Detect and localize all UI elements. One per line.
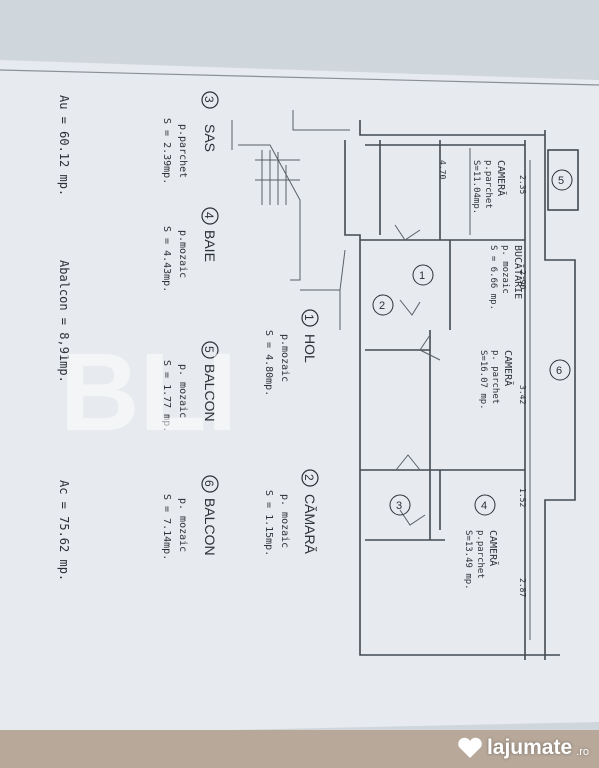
- room-label-camera-2-floor: p. parchet: [490, 350, 500, 404]
- legend-room-4-name: BAIE: [202, 230, 218, 262]
- room-label-camera-1: CAMERĂ: [495, 160, 508, 196]
- legend-room-4: 4 BAIE p.mozaic S = 4.43mp.: [161, 207, 219, 292]
- legend-room-6-name: BALCON: [202, 498, 218, 556]
- legend: 3 SAS p.parchet S = 2.39mp. 4 BAIE p.moz…: [161, 91, 219, 560]
- total-au: Au = 60.12 mp.: [57, 95, 71, 196]
- room-label-bucatarie-area: S = 6.66 mp.: [488, 245, 498, 310]
- dim-6: 2.87: [518, 578, 527, 597]
- dim-4: 3.42: [518, 385, 527, 404]
- legend-room-2-floor: p. mozaic: [279, 494, 290, 548]
- room-label-bucatarie-floor: p. mozaic: [500, 245, 510, 294]
- dim-1: 2.35: [518, 175, 527, 194]
- legend-upper: 1 HOL p.mozaic S = 4.80mp. 2 CĂMARĂ p. m…: [263, 309, 319, 556]
- plan-markers: 1 2 3 4 5 6: [372, 169, 573, 516]
- brand-tld: .ro: [576, 746, 589, 758]
- room-label-camera-1-area: S=11.04mp.: [471, 160, 481, 214]
- legend-room-1: 1 HOL p.mozaic S = 4.80mp.: [263, 309, 319, 396]
- plan-marker-5: 5: [558, 175, 564, 187]
- legend-room-2-area: S = 1.15mp.: [263, 490, 274, 556]
- floor-plan-walls: [300, 120, 579, 660]
- totals: Au = 60.12 mp. Abalcon = 8,91mp. Ac = 75…: [57, 95, 71, 581]
- brand-watermark: lajumate .ro: [457, 736, 589, 760]
- legend-room-5-area: S = 1.77 mp.: [161, 360, 172, 432]
- heart-logo-icon: [458, 737, 482, 758]
- plan-marker-4: 4: [481, 500, 487, 512]
- legend-room-6-num: 6: [202, 480, 216, 487]
- dim-5: 1.52: [518, 488, 527, 507]
- legend-room-3: 3 SAS p.parchet S = 2.39mp.: [161, 91, 219, 184]
- legend-room-1-area: S = 4.80mp.: [263, 330, 274, 396]
- legend-room-2-name: CĂMARĂ: [302, 494, 318, 555]
- legend-room-3-num: 3: [202, 96, 216, 103]
- legend-room-1-num: 1: [302, 314, 316, 321]
- legend-room-2-num: 2: [302, 474, 316, 481]
- legend-room-4-floor: p.mozaic: [177, 230, 188, 278]
- legend-room-5-name: BALCON: [202, 364, 218, 422]
- legend-room-6-floor: p. mozaic: [177, 498, 188, 552]
- legend-room-2: 2 CĂMARĂ p. mozaic S = 1.15mp.: [263, 469, 319, 556]
- dimensions: 2.35 4.70 2.90 3.42 1.52 2.87: [438, 160, 527, 597]
- room-label-camera-3-floor: p.parchet: [475, 530, 485, 579]
- room-label-camera-1-floor: p.parchet: [483, 160, 493, 209]
- plan-marker-3: 3: [396, 500, 402, 512]
- staircase: [231, 110, 350, 281]
- plan-marker-1: 1: [419, 270, 425, 282]
- brand-name: lajumate: [486, 736, 573, 759]
- page-edge-line: [0, 69, 599, 86]
- legend-room-6-area: S = 7.14mp.: [161, 494, 172, 560]
- total-abalcon: Abalcon = 8,91mp.: [57, 260, 71, 383]
- room-label-camera-3-area: S=13.49 mp.: [463, 530, 473, 590]
- plan-marker-2: 2: [379, 300, 385, 312]
- legend-room-3-area: S = 2.39mp.: [161, 118, 172, 184]
- legend-room-3-name: SAS: [202, 124, 218, 152]
- drawing-labels: CAMERĂ p.parchet S=11.04mp. BUCĂTĂRIE p.…: [463, 160, 525, 590]
- room-label-bucatarie: BUCĂTĂRIE: [512, 245, 525, 299]
- legend-room-4-area: S = 4.43mp.: [161, 226, 172, 292]
- room-label-camera-2: CAMERĂ: [502, 350, 515, 386]
- total-ac: Ac = 75.62 mp.: [57, 480, 71, 581]
- watermark: BLI: [60, 331, 237, 454]
- table-surface: [0, 730, 599, 768]
- dim-3: 2.90: [518, 270, 527, 289]
- room-label-camera-3: CAMERĂ: [487, 530, 500, 566]
- legend-room-5-num: 5: [202, 346, 216, 353]
- dim-2: 4.70: [438, 160, 447, 179]
- door-swings: [394, 224, 441, 526]
- legend-room-3-floor: p.parchet: [177, 124, 188, 178]
- paper-sheet: [0, 60, 599, 735]
- legend-room-5-floor: p. mozaic: [177, 364, 188, 418]
- legend-room-4-num: 4: [202, 212, 216, 219]
- legend-room-1-name: HOL: [302, 334, 318, 363]
- legend-room-5: 5 BALCON p. mozaic S = 1.77 mp.: [161, 341, 219, 432]
- legend-room-6: 6 BALCON p. mozaic S = 7.14mp.: [161, 475, 219, 560]
- legend-room-1-floor: p.mozaic: [279, 334, 290, 382]
- room-label-camera-2-area: S=16.07 mp.: [478, 350, 488, 410]
- plan-marker-6: 6: [556, 365, 562, 377]
